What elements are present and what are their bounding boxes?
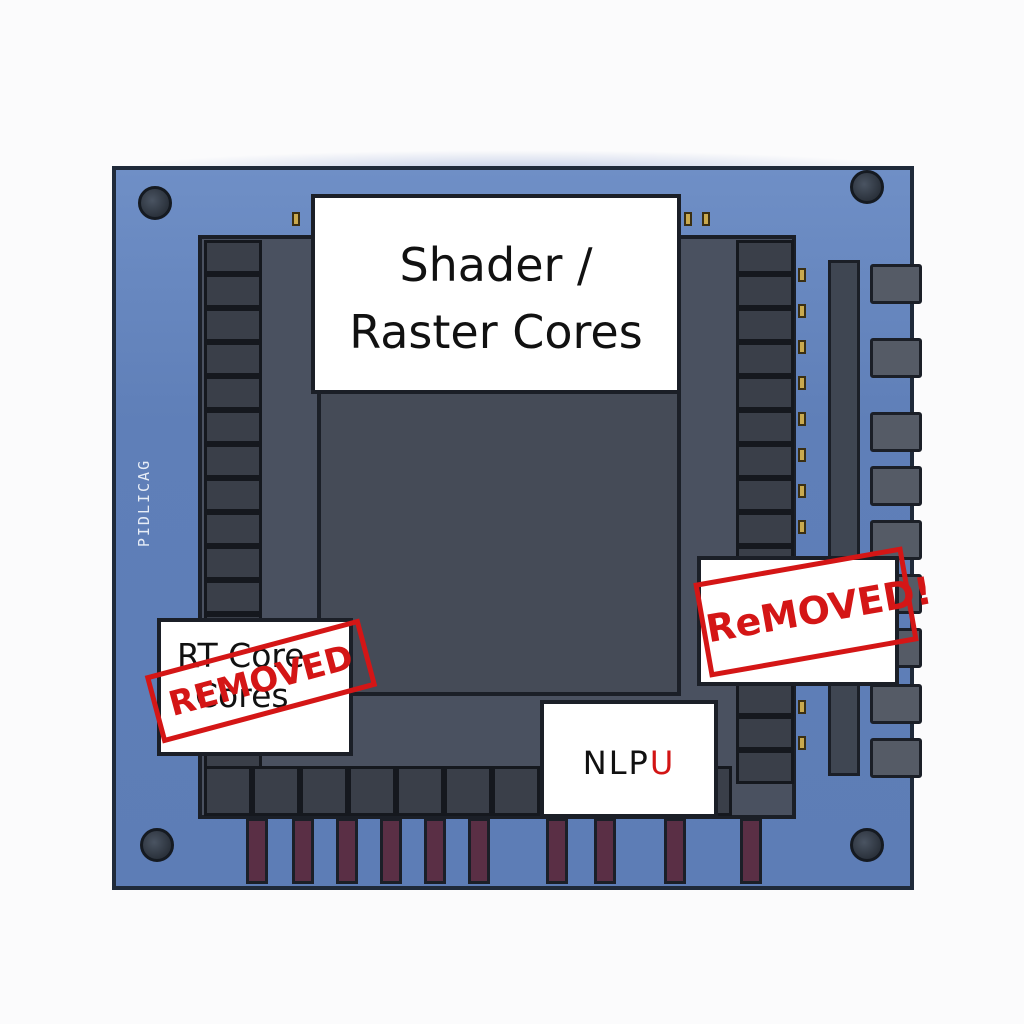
memory-cell bbox=[736, 410, 794, 444]
package-leg bbox=[740, 818, 762, 884]
gold-pin bbox=[798, 484, 806, 498]
memory-cell bbox=[736, 478, 794, 512]
memory-cell bbox=[204, 376, 262, 410]
package-leg bbox=[336, 818, 358, 884]
gold-pin bbox=[798, 520, 806, 534]
nlpu-text: NLP bbox=[582, 744, 650, 782]
memory-cell bbox=[204, 308, 262, 342]
rt-label-line2: Cores bbox=[195, 675, 289, 715]
shader-label-line2: Raster Cores bbox=[349, 304, 643, 359]
board-side-text: PIDLICAG bbox=[135, 458, 154, 548]
gold-pin bbox=[798, 736, 806, 750]
package-leg bbox=[246, 818, 268, 884]
edge-connector bbox=[870, 338, 922, 378]
package-leg bbox=[664, 818, 686, 884]
gold-pin bbox=[684, 212, 692, 226]
gold-pin bbox=[798, 376, 806, 390]
memory-cell bbox=[204, 240, 262, 274]
memory-cell bbox=[204, 410, 262, 444]
memory-cell bbox=[492, 766, 540, 816]
edge-connector bbox=[870, 412, 922, 452]
gold-pin bbox=[702, 212, 710, 226]
gold-pin bbox=[798, 340, 806, 354]
memory-cell bbox=[204, 342, 262, 376]
memory-cell bbox=[252, 766, 300, 816]
memory-cell bbox=[444, 766, 492, 816]
memory-cell bbox=[736, 716, 794, 750]
package-leg bbox=[380, 818, 402, 884]
memory-cell bbox=[204, 766, 252, 816]
memory-cell bbox=[736, 308, 794, 342]
gold-pin bbox=[798, 268, 806, 282]
memory-cell bbox=[736, 682, 794, 716]
memory-cell bbox=[204, 512, 262, 546]
memory-cell bbox=[736, 512, 794, 546]
package-leg bbox=[292, 818, 314, 884]
memory-cell bbox=[204, 444, 262, 478]
memory-cell bbox=[736, 750, 794, 784]
side-rail bbox=[828, 260, 860, 776]
package-leg bbox=[468, 818, 490, 884]
memory-cell bbox=[204, 580, 262, 614]
memory-cell bbox=[300, 766, 348, 816]
nlpu-red-letter: U bbox=[649, 744, 676, 782]
edge-connector bbox=[870, 738, 922, 778]
gold-pin bbox=[798, 700, 806, 714]
screw-bottom-right bbox=[850, 828, 884, 862]
memory-cell bbox=[204, 478, 262, 512]
screw-top-left bbox=[138, 186, 172, 220]
gold-pin bbox=[292, 212, 300, 226]
edge-connector bbox=[870, 684, 922, 724]
removed-unit-label bbox=[697, 556, 899, 686]
package-leg bbox=[594, 818, 616, 884]
package-leg bbox=[424, 818, 446, 884]
memory-cell bbox=[736, 274, 794, 308]
shader-raster-label: Shader / Raster Cores bbox=[311, 194, 681, 394]
gold-pin bbox=[798, 412, 806, 426]
memory-cell bbox=[736, 240, 794, 274]
memory-cell bbox=[204, 274, 262, 308]
memory-cell bbox=[348, 766, 396, 816]
rt-label-line1: RT Core bbox=[177, 636, 305, 675]
memory-cell bbox=[736, 444, 794, 478]
nlpu-label: NLPU bbox=[540, 700, 718, 818]
rt-core-label: RT Core Cores bbox=[157, 618, 353, 756]
edge-connector bbox=[870, 466, 922, 506]
memory-cell bbox=[396, 766, 444, 816]
shader-label-line1: Shader / bbox=[399, 238, 593, 292]
screw-top-right bbox=[850, 170, 884, 204]
gpu-die bbox=[317, 380, 681, 696]
gold-pin bbox=[798, 448, 806, 462]
memory-cell bbox=[204, 546, 262, 580]
package-leg bbox=[546, 818, 568, 884]
memory-cell bbox=[736, 342, 794, 376]
edge-connector bbox=[870, 264, 922, 304]
memory-cell bbox=[736, 376, 794, 410]
screw-bottom-left bbox=[140, 828, 174, 862]
gold-pin bbox=[798, 304, 806, 318]
